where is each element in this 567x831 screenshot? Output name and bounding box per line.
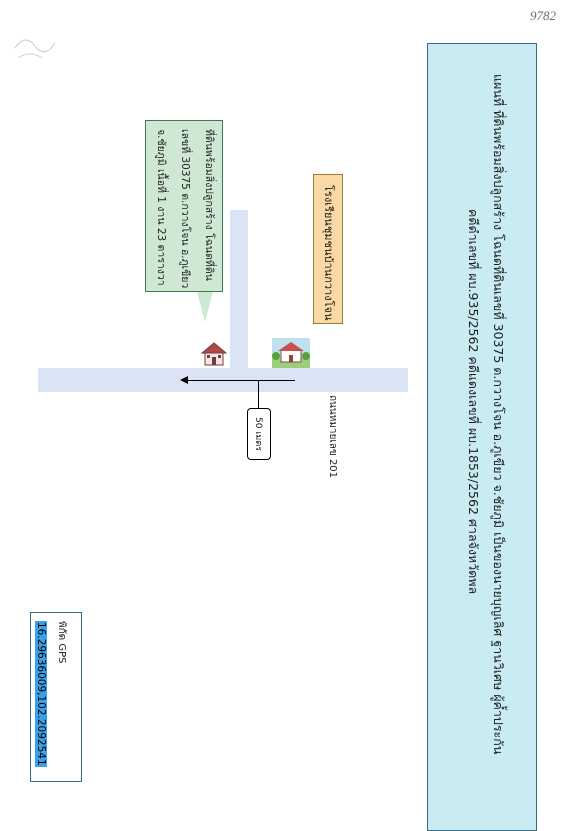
road-label: ถนนหมายเลข 201 [327,395,338,479]
land-callout-line-2: เลขที่ 30375 ต.กวางโจน อ.ภูเขียว [179,129,191,289]
land-callout-line-3: จ.ชัยภูมิ เนื้อที่ 1 งาน 23 ตารางวา [155,129,167,286]
land-callout-pointer [197,292,213,322]
map-title-line-1: แผนที่ ที่ดินพร้อมสิ่งปลูกสร้าง โฉนดที่ด… [491,74,506,755]
house-icon [200,342,228,366]
distance-arrow-line [185,380,295,381]
page-number: 9782 [530,8,556,23]
distance-label: 50 เมตร [253,417,263,452]
gps-box: พิกัด GPS 16.29636009,102.2092541 [30,612,82,782]
distance-pointer [258,380,259,410]
land-callout-line-1: ที่ดินพร้อมสิ่งปลูกสร้าง โฉนดที่ดิน [203,129,215,281]
school-callout: โรงเรียนชุมชนบ้านกวางโจน [313,174,343,324]
map-title-line-2: คดีดำเลขที่ ผบ.935/2562 คดีแดงเลขที่ ผบ.… [466,209,481,595]
distance-callout: 50 เมตร [247,408,271,460]
gps-value: 16.29636009,102.2092541 [35,621,47,767]
gps-label: พิกัด GPS [56,621,67,664]
scribble-mark [14,39,56,59]
arrow-head-icon [180,376,188,384]
school-icon [272,338,310,368]
map-title-box: แผนที่ ที่ดินพร้อมสิ่งปลูกสร้าง โฉนดที่ด… [427,43,537,831]
school-label: โรงเรียนชุมชนบ้านกวางโจน [322,185,335,321]
side-road [230,210,248,376]
land-callout: ที่ดินพร้อมสิ่งปลูกสร้าง โฉนดที่ดิน เลขท… [145,120,223,292]
